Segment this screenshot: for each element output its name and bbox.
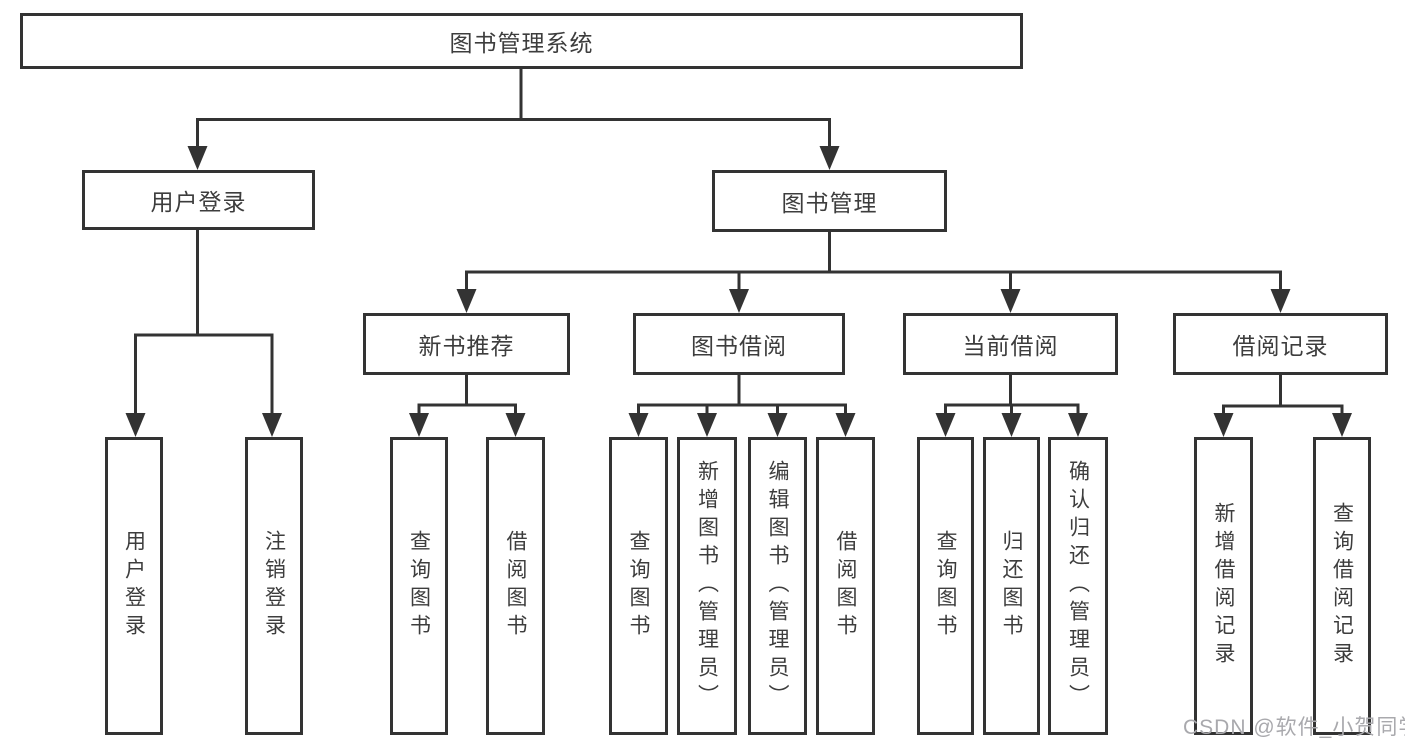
leaf-query-books-recommend-label: 查询图书 <box>407 530 431 642</box>
leaf-logout-label: 注销登录 <box>262 530 286 642</box>
csdn-watermark: CSDN @软件_小贺同学 <box>1183 716 1405 739</box>
node-book-management: 图书管理 <box>712 170 947 232</box>
leaf-query-borrow-record-label: 查询借阅记录 <box>1330 502 1354 670</box>
leaf-user-login: 用户登录 <box>105 437 163 735</box>
leaf-add-books-admin: 新增图书（管理员） <box>677 437 737 735</box>
leaf-add-borrow-record-label: 新增借阅记录 <box>1212 502 1235 670</box>
leaf-user-login-label: 用户登录 <box>122 530 146 642</box>
leaf-add-books-admin-label: 新增图书（管理员） <box>695 460 719 712</box>
node-borrow-records: 借阅记录 <box>1173 313 1388 375</box>
leaf-query-books-borrow-label: 查询图书 <box>627 530 650 642</box>
leaf-query-books-recommend: 查询图书 <box>390 437 448 735</box>
leaf-borrow-books-label: 借阅图书 <box>834 530 857 642</box>
leaf-confirm-return-admin-label: 确认归还（管理员） <box>1066 460 1090 712</box>
leaf-return-books-label: 归还图书 <box>1000 530 1023 642</box>
leaf-logout: 注销登录 <box>245 437 303 735</box>
leaf-query-books-current: 查询图书 <box>917 437 974 735</box>
leaf-return-books: 归还图书 <box>983 437 1040 735</box>
node-user-login: 用户登录 <box>82 170 315 230</box>
leaf-edit-books-admin-label: 编辑图书（管理员） <box>766 460 789 712</box>
node-library-management-system: 图书管理系统 <box>20 13 1023 69</box>
leaf-query-books-current-label: 查询图书 <box>934 530 957 642</box>
leaf-add-borrow-record: 新增借阅记录 <box>1194 437 1253 735</box>
leaf-confirm-return-admin: 确认归还（管理员） <box>1048 437 1108 735</box>
leaf-borrow-books: 借阅图书 <box>816 437 875 735</box>
leaf-borrow-books-recommend-label: 借阅图书 <box>504 530 527 642</box>
leaf-query-borrow-record: 查询借阅记录 <box>1313 437 1371 735</box>
leaf-edit-books-admin: 编辑图书（管理员） <box>748 437 807 735</box>
leaf-borrow-books-recommend: 借阅图书 <box>486 437 545 735</box>
node-new-book-recommend: 新书推荐 <box>363 313 570 375</box>
node-current-borrow: 当前借阅 <box>903 313 1118 375</box>
node-book-borrow: 图书借阅 <box>633 313 845 375</box>
leaf-query-books-borrow: 查询图书 <box>609 437 668 735</box>
